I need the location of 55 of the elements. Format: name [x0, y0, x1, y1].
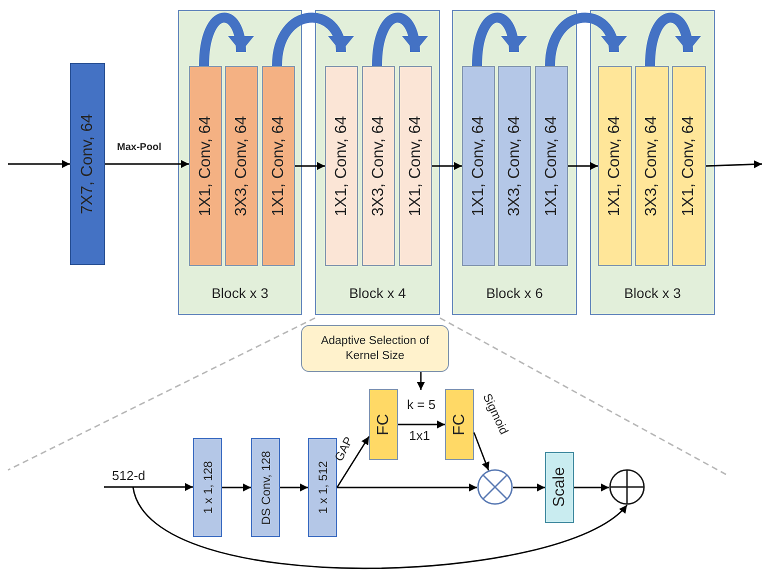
- arrow: [398, 420, 445, 428]
- layer-box: 1 x 1, 512: [308, 438, 337, 537]
- conv-layer-box: 7X7, Conv, 64: [70, 63, 105, 265]
- block-group: [452, 10, 577, 315]
- arrow: [513, 484, 545, 492]
- arrow: [432, 162, 462, 170]
- edge-label: 512-d: [112, 468, 146, 483]
- arrow: [416, 372, 425, 390]
- conv-layer-box: 3X3, Conv, 64: [635, 66, 669, 266]
- layer-box: 1 x 1, 128: [193, 438, 222, 537]
- block-group: [590, 10, 715, 315]
- kernel-size-label: 1x1: [409, 428, 430, 443]
- conv-layer-box: 1X1, Conv, 64: [262, 66, 295, 266]
- conv-layer-box: 3X3, Conv, 64: [225, 66, 258, 266]
- layer-box: Scale: [545, 452, 574, 523]
- skip-connection-arrow: [645, 12, 700, 66]
- arrow: [473, 432, 490, 470]
- process-box: Adaptive Selection of Kernel Size: [301, 325, 449, 372]
- conv-layer-box: 1X1, Conv, 64: [598, 66, 632, 266]
- arrow: [336, 436, 370, 488]
- arrow: [568, 162, 598, 170]
- arrow: [8, 160, 70, 168]
- arrow: [105, 160, 189, 168]
- edge-label: k = 5: [407, 397, 436, 412]
- arrow: [280, 484, 308, 492]
- conv-layer-box: 1X1, Conv, 64: [672, 66, 706, 266]
- group-label: Block x 3: [210, 285, 270, 301]
- skip-connection-arrow: [272, 12, 352, 66]
- skip-connection-arrow: [545, 12, 626, 66]
- edge-label: Max-Pool: [117, 142, 162, 153]
- arrow: [295, 162, 325, 170]
- conv-layer-box: 1X1, Conv, 64: [189, 66, 222, 266]
- layer-box: DS Conv, 128: [251, 438, 280, 537]
- arrow: [222, 484, 251, 492]
- arrow: [337, 484, 477, 492]
- multiply-operator: [477, 469, 513, 505]
- conv-layer-box: 3X3, Conv, 64: [362, 66, 395, 266]
- arrow: [104, 483, 193, 491]
- arrow: [574, 484, 609, 492]
- block-group: [178, 10, 302, 315]
- conv-layer-box: 1X1, Conv, 64: [399, 66, 432, 266]
- conv-layer-box: 3X3, Conv, 64: [498, 66, 531, 266]
- arrow: [706, 160, 762, 168]
- arrow: [132, 486, 628, 570]
- add-operator: [609, 469, 645, 505]
- group-label: Block x 3: [623, 285, 682, 301]
- conv-layer-box: 1X1, Conv, 64: [325, 66, 358, 266]
- conv-layer-box: 1X1, Conv, 64: [462, 66, 495, 266]
- conv-layer-box: 1X1, Conv, 64: [535, 66, 568, 266]
- skip-connection-arrow: [372, 12, 427, 66]
- group-label: Block x 6: [485, 285, 544, 301]
- group-label: Block x 4: [348, 285, 407, 301]
- layer-box: FC: [369, 389, 398, 460]
- layer-box: FC: [445, 389, 474, 460]
- block-group: [315, 10, 440, 315]
